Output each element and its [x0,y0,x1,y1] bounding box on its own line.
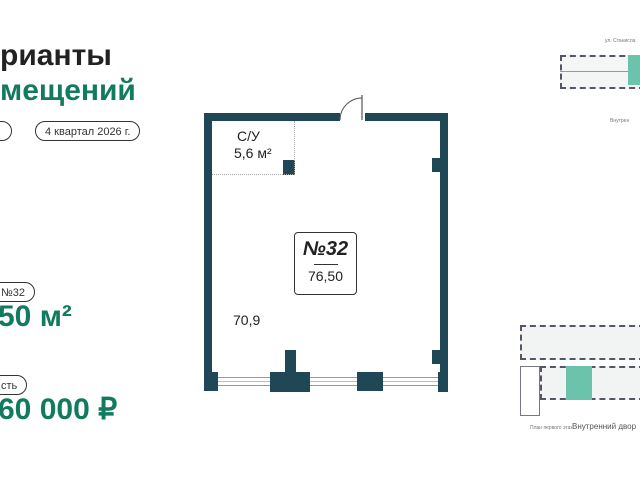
pillar-left [204,372,218,391]
unit-badge[interactable]: №32 76,50 [294,232,357,295]
deadline-tag: 4 квартал 2026 г. [35,121,141,141]
wall-left [204,114,212,391]
window-line [212,381,440,382]
page-title-line2: мещений [0,74,136,107]
stair-block [520,366,540,416]
pillar-right [438,372,448,392]
tag-partial [0,121,12,141]
unit-number-tag: №32 [0,282,36,302]
pillar-center-stem [285,350,296,374]
building-outline [560,55,640,89]
yard-label-bottom: Внутренний двор [572,422,637,431]
wall-notch-top [432,158,442,172]
pillar-center [270,372,310,392]
pillar-mid [357,372,383,391]
page-title-line1: рианты [0,39,112,72]
wall-top-left [204,113,340,121]
wall-top-right [365,113,448,121]
building-row-top [520,325,640,360]
floor-label: План первого этажа [530,425,577,431]
wall-notch-bottom [432,350,442,364]
bathroom-label: С/У [237,128,260,144]
bathroom-partition [212,121,295,175]
selected-unit-highlight [566,366,592,400]
unit-badge-area: 76,50 [307,268,344,284]
building-divider [560,71,640,72]
bathroom-column [283,160,295,175]
yard-label: Внутрен [610,118,630,124]
wall-right [440,113,448,391]
selected-unit-highlight [628,55,640,85]
unit-area: 50 м² [0,300,72,333]
door-icon[interactable] [336,90,368,122]
window-strip [212,377,440,386]
main-room-area: 70,9 [233,312,261,328]
unit-price: 60 000 ₽ [0,393,118,426]
street-label: ул. Станисла [605,38,636,44]
bathroom-area: 5,6 м² [234,145,272,161]
unit-badge-number: №32 [302,238,349,260]
price-tag: сть [0,375,28,395]
unit-badge-divider [313,264,338,265]
